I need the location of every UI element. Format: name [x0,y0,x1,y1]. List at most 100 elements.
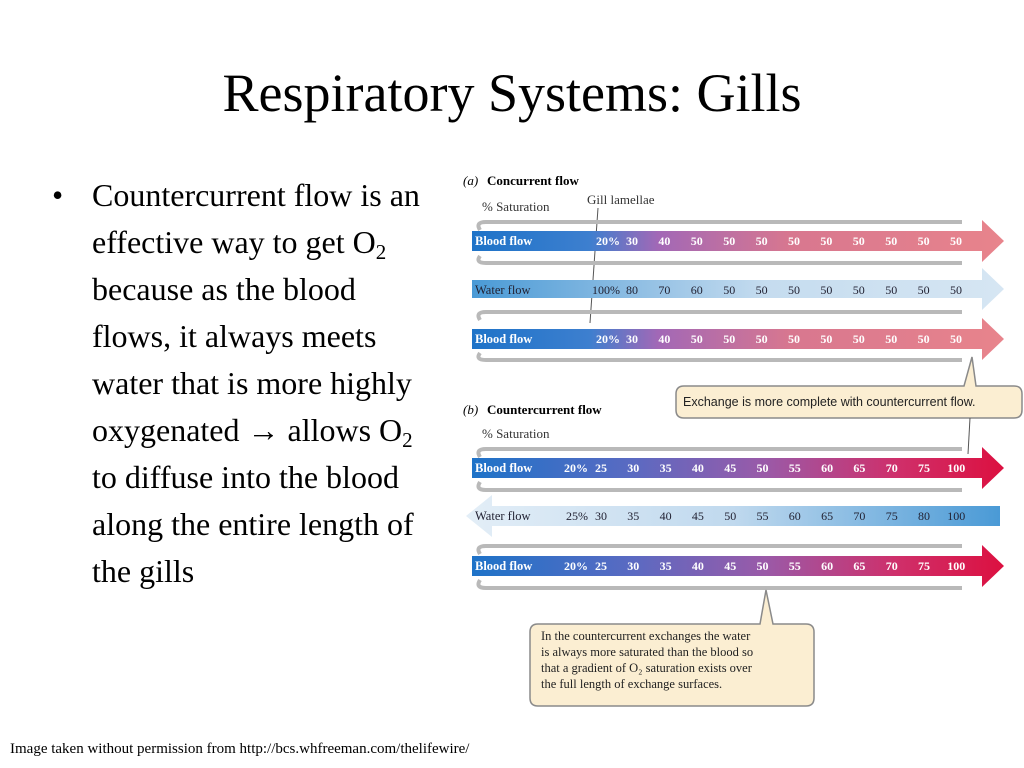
panel-a-heading: Concurrent flow [487,173,579,188]
saturation-value: 50 [788,234,800,248]
saturation-value: 75 [918,559,930,573]
saturation-value: 50 [885,234,897,248]
gill-lamella [476,578,962,590]
saturation-value: 75 [886,509,898,523]
saturation-value: 50 [723,283,735,297]
blood-flow-label: Blood flow [475,461,532,475]
gill-lamella [476,544,962,556]
saturation-value: 30 [627,559,639,573]
saturation-value: 25 [595,461,607,475]
arrow-right-icon: → [247,412,280,448]
saturation-value: 60 [821,461,833,475]
bullet-text: Countercurrent flow is an effective way … [92,172,442,595]
saturation-start-value: 20% [564,559,588,573]
saturation-value: 55 [789,461,801,475]
saturation-value: 50 [756,234,768,248]
blood-flow-label: Blood flow [475,332,532,346]
panel-b-letter: (b) [463,402,478,417]
saturation-value: 25 [595,559,607,573]
panel-b-heading: Countercurrent flow [487,402,602,417]
saturation-value: 45 [724,559,736,573]
water-flow-arrow [472,268,1004,310]
callout-line: that a gradient of O₂ saturation exists … [541,661,753,675]
blood-flow-arrow [472,220,1004,262]
saturation-value: 50 [950,283,962,297]
bullet-marker: • [52,177,64,213]
saturation-value: 40 [658,234,670,248]
saturation-value: 70 [886,559,898,573]
saturation-value: 35 [627,509,639,523]
saturation-value: 50 [723,234,735,248]
saturation-value: 60 [789,509,801,523]
saturation-value: 30 [627,461,639,475]
saturation-value: 50 [853,234,865,248]
callout-box [529,589,815,707]
saturation-value: 50 [820,283,832,297]
gill-lamella [476,254,962,265]
saturation-start-value: 100% [592,283,620,297]
saturation-value: 35 [660,559,672,573]
saturation-value: 70 [853,509,865,523]
saturation-value: 50 [724,509,736,523]
callout-line: is always more saturated than the blood … [541,645,753,659]
bullet-text-part3: allows O [279,412,403,448]
saturation-value: 55 [789,559,801,573]
saturation-value: 80 [918,509,930,523]
saturation-value: 45 [692,509,704,523]
gill-lamella [476,351,962,362]
saturation-value: 30 [626,234,638,248]
saturation-value: 40 [658,332,670,346]
saturation-start-value: 20% [596,234,620,248]
bullet-text-part4: to diffuse into the blood along the enti… [92,459,414,589]
saturation-value: 50 [788,332,800,346]
saturation-value: 70 [886,461,898,475]
saturation-value: 50 [757,559,769,573]
saturation-value: 50 [950,332,962,346]
gill-lamella [476,220,962,232]
saturation-value: 50 [885,332,897,346]
panel-b-saturation-label: % Saturation [482,426,550,441]
callout-line: In the countercurrent exchanges the wate… [541,629,751,643]
saturation-value: 40 [692,559,704,573]
saturation-value: 65 [853,461,865,475]
saturation-value: 50 [853,283,865,297]
saturation-value: 100 [947,559,965,573]
gill-lamella [476,447,962,459]
blood-flow-label: Blood flow [475,559,532,573]
gill-lamellae-pointer [589,207,599,324]
saturation-value: 50 [788,283,800,297]
subscript-2: 2 [402,428,413,452]
saturation-value: 50 [853,332,865,346]
bullet-text-part2: because as the blood flows, it always me… [92,271,412,448]
saturation-value: 40 [660,509,672,523]
saturation-value: 50 [756,283,768,297]
gill-lamellae-label: Gill lamellae [587,192,655,207]
saturation-start-value: 20% [596,332,620,346]
saturation-value: 45 [724,461,736,475]
callout-line: the full length of exchange surfaces. [541,677,722,691]
subscript-2: 2 [375,240,387,264]
callout-text: In the countercurrent exchanges the wate… [541,629,753,691]
saturation-value: 100 [947,461,965,475]
blood-flow-arrow [472,545,1004,587]
saturation-value: 50 [757,461,769,475]
callout-pointer [967,417,971,455]
saturation-value: 100 [947,509,965,523]
slide-title: Respiratory Systems: Gills [222,63,802,123]
callout-text: Exchange is more complete with countercu… [683,395,976,409]
saturation-value: 50 [820,332,832,346]
blood-flow-arrow [472,447,1004,489]
saturation-value: 50 [918,283,930,297]
callout-box [675,356,1023,419]
saturation-value: 40 [692,461,704,475]
saturation-value: 50 [820,234,832,248]
saturation-start-value: 25% [566,509,588,523]
saturation-start-value: 20% [564,461,588,475]
saturation-value: 55 [757,509,769,523]
saturation-value: 50 [950,234,962,248]
saturation-value: 50 [691,332,703,346]
saturation-value: 50 [918,234,930,248]
saturation-value: 50 [756,332,768,346]
saturation-value: 65 [821,509,833,523]
water-flow-label: Water flow [475,509,531,523]
